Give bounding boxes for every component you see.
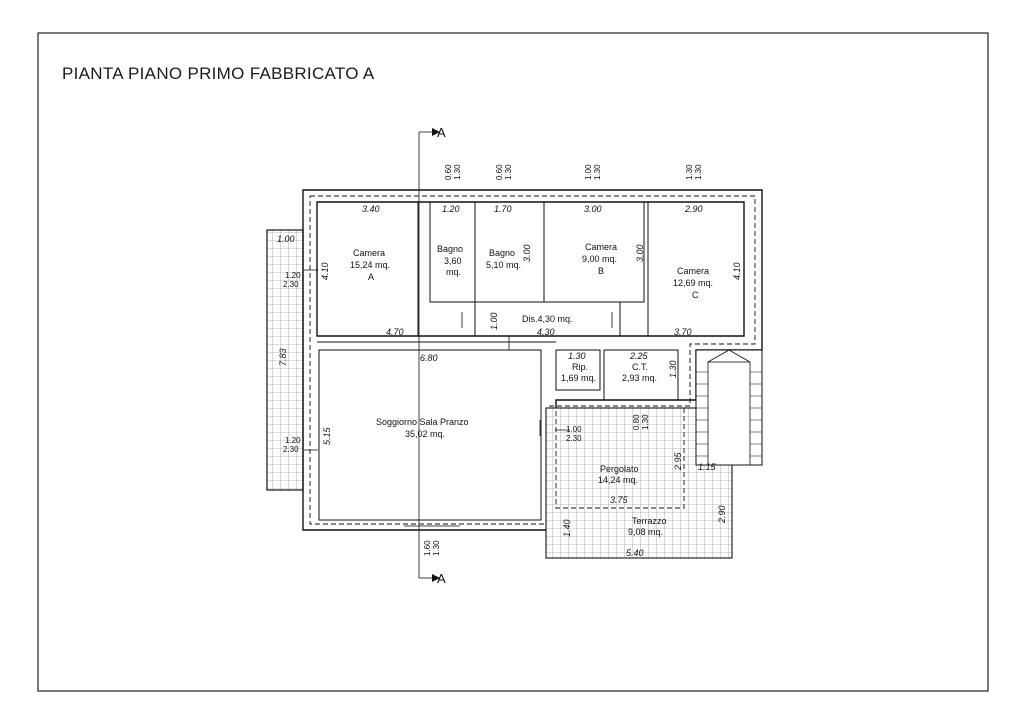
camera-b-name: Camera bbox=[585, 242, 617, 252]
bagno-2-area: 5,10 mq. bbox=[486, 260, 521, 270]
ct-area: 2,93 mq. bbox=[622, 373, 657, 383]
section-label-top: A bbox=[437, 125, 446, 140]
dim-1-00-v: 1.00 bbox=[489, 312, 499, 330]
opening-top4: 1.30 bbox=[685, 164, 694, 180]
dim-1-15: 1.15 bbox=[698, 462, 717, 472]
dim-2-95: 2.95 bbox=[673, 451, 683, 471]
dim-3-40: 3.40 bbox=[362, 204, 380, 214]
dim-1-70: 1.70 bbox=[494, 204, 512, 214]
left-balcony bbox=[266, 229, 304, 491]
opening-bot1b: 1.30 bbox=[432, 540, 441, 556]
opening-top2: 0.60 bbox=[495, 164, 504, 180]
soggiorno-area: 35,02 mq. bbox=[405, 429, 445, 439]
opening-mid1: 1.00 bbox=[566, 425, 582, 434]
opening-left1: 1.20 bbox=[285, 271, 301, 280]
section-label-bottom: A bbox=[437, 571, 446, 586]
dim-5-40: 5.40 bbox=[626, 548, 644, 558]
opening-top4b: 1.30 bbox=[694, 164, 703, 180]
dim-3-00-v2: 3.00 bbox=[635, 244, 645, 262]
dim-1-20: 1.20 bbox=[442, 204, 460, 214]
camera-b-area: 9,00 mq. bbox=[582, 254, 617, 264]
opening-top1: 0.60 bbox=[444, 164, 453, 180]
opening-ct1b: 1.30 bbox=[641, 414, 650, 430]
dim-4-70: 4.70 bbox=[386, 327, 404, 337]
dim-2-25: 2.25 bbox=[629, 351, 649, 361]
dim-1-40: 1.40 bbox=[562, 519, 572, 537]
bagno-1-unit: mq. bbox=[446, 267, 461, 277]
dim-1-00-top: 1.00 bbox=[277, 234, 295, 244]
pergolato-area: 14,24 mq. bbox=[598, 475, 638, 485]
plan-title: PIANTA PIANO PRIMO FABBRICATO A bbox=[62, 64, 375, 83]
opening-left1b: 2.30 bbox=[283, 280, 299, 289]
dim-3-00-v1: 3.00 bbox=[522, 244, 532, 262]
rip-name: Rip. bbox=[572, 362, 588, 372]
opening-mid1b: 2.30 bbox=[566, 434, 582, 443]
dim-3-00: 3.00 bbox=[584, 204, 602, 214]
camera-a-letter: A bbox=[368, 272, 374, 282]
sheet-frame bbox=[37, 32, 989, 692]
pergolato-name: Pergolato bbox=[600, 464, 639, 474]
camera-c-area: 12,69 mq. bbox=[673, 278, 713, 288]
soggiorno-name: Soggiorno Sala Pranzo bbox=[376, 417, 469, 427]
dim-1-30: 1.30 bbox=[568, 351, 586, 361]
dim-2-90: 2.90 bbox=[684, 204, 703, 214]
dim-4-10-right: 4.10 bbox=[732, 262, 742, 280]
camera-c-letter: C bbox=[692, 290, 699, 300]
rip-area: 1,69 mq. bbox=[561, 373, 596, 383]
dim-4-10-left: 4.10 bbox=[320, 262, 330, 280]
dim-4-30: 4.30 bbox=[537, 327, 555, 337]
staircase bbox=[695, 349, 763, 466]
opening-labels: 0.60 1.30 0.60 1.30 1.00 1.30 1.30 1.30 … bbox=[283, 164, 703, 556]
dim-3-70: 3.70 bbox=[674, 327, 692, 337]
dim-5-15: 5.15 bbox=[322, 426, 332, 445]
dim-1-30-v: 1.30 bbox=[668, 360, 678, 378]
room-labels: Camera 15,24 mq. A Bagno 3,60 mq. Bagno … bbox=[350, 242, 713, 537]
bagno-2-name: Bagno bbox=[489, 248, 515, 258]
dim-2-90-v: 2.90 bbox=[717, 505, 727, 524]
opening-top3b: 1.30 bbox=[593, 164, 602, 180]
opening-top2b: 1.30 bbox=[504, 164, 513, 180]
camera-a-area: 15,24 mq. bbox=[350, 260, 390, 270]
opening-left2: 1.20 bbox=[285, 436, 301, 445]
dis-label: Dis.4,30 mq. bbox=[522, 314, 573, 324]
ct-name: C.T. bbox=[632, 362, 648, 372]
interior-walls bbox=[304, 201, 745, 527]
opening-bot1: 1.60 bbox=[423, 540, 432, 556]
bagno-1-area: 3,60 bbox=[444, 256, 462, 266]
dimension-labels: 3.40 1.20 1.70 3.00 2.90 4.70 4.30 3.70 … bbox=[277, 204, 742, 558]
terrazzo-area: 9,08 mq. bbox=[628, 527, 663, 537]
opening-top3: 1.00 bbox=[584, 164, 593, 180]
dim-7-83: 7.83 bbox=[278, 348, 288, 366]
bagno-1-name: Bagno bbox=[437, 244, 463, 254]
camera-b-letter: B bbox=[598, 266, 604, 276]
opening-ct1: 0.80 bbox=[632, 414, 641, 430]
section-line: A A bbox=[418, 125, 446, 586]
dim-6-80: 6.80 bbox=[420, 353, 438, 363]
opening-top1b: 1.30 bbox=[453, 164, 462, 180]
opening-left2b: 2.30 bbox=[283, 445, 299, 454]
terrazzo-name: Terrazzo bbox=[632, 516, 667, 526]
camera-c-name: Camera bbox=[677, 266, 709, 276]
camera-a-name: Camera bbox=[353, 248, 385, 258]
dim-3-75: 3.75 bbox=[610, 495, 629, 505]
